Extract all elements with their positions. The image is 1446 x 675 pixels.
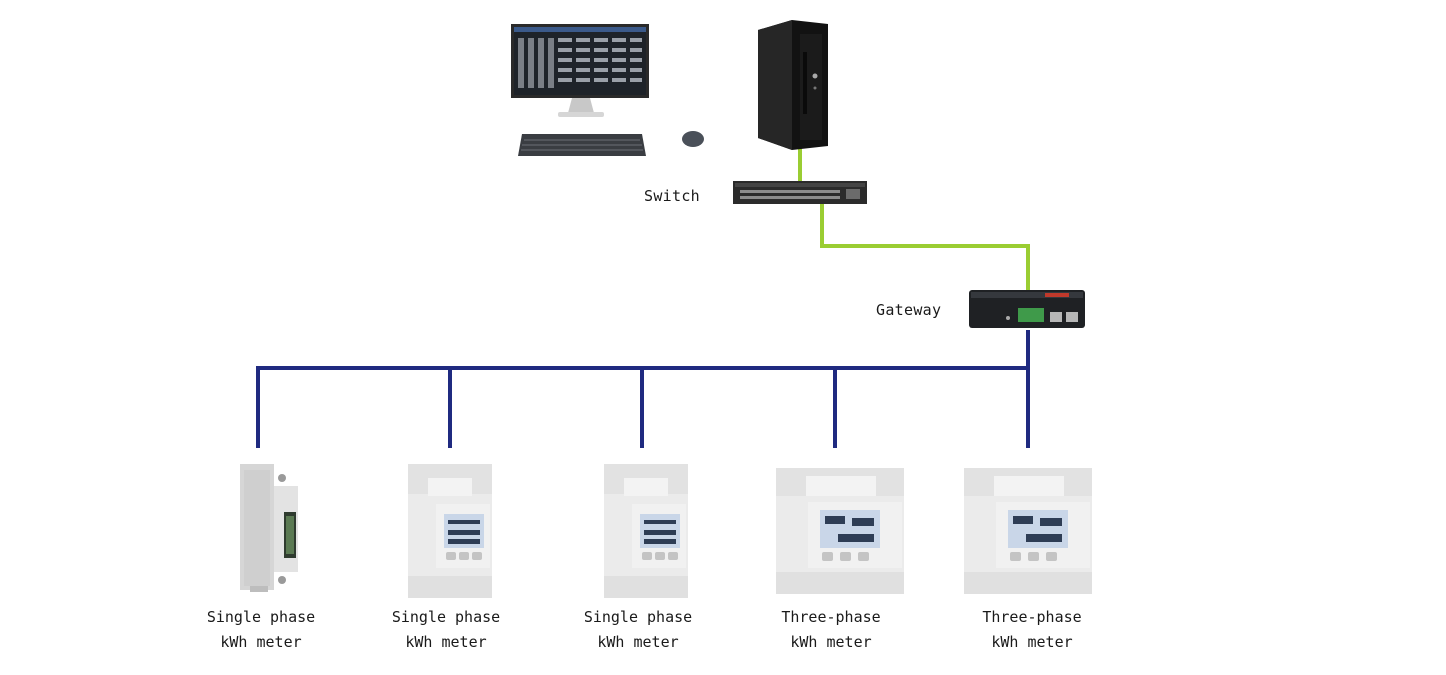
meter-4-label: Three-phase kWh meter: [746, 605, 916, 655]
meter-2-label-line2: kWh meter: [405, 633, 487, 651]
server-tower-icon: [758, 20, 828, 150]
keyboard-icon: [518, 134, 646, 156]
meter-2-single-phase: [408, 464, 492, 598]
meter-1-single-phase-din: [240, 464, 298, 592]
gateway-icon: [969, 290, 1085, 328]
meter-3-label-line2: kWh meter: [597, 633, 679, 651]
meter-5-label: Three-phase kWh meter: [947, 605, 1117, 655]
network-switch-icon: [733, 181, 867, 204]
switch-gateway-link: [820, 204, 1030, 292]
meter-1-label-line2: kWh meter: [220, 633, 302, 651]
switch-label: Switch: [644, 187, 700, 205]
meter-2-label-line1: Single phase: [391, 608, 501, 626]
meter-5-label-line2: kWh meter: [991, 633, 1073, 651]
meter-3-label-line1: Single phase: [583, 608, 693, 626]
meter-5-label-line1: Three-phase: [982, 608, 1082, 626]
meter-3-single-phase: [604, 464, 688, 598]
meter-4-label-line2: kWh meter: [790, 633, 872, 651]
monitor-icon: [511, 24, 649, 117]
gateway-label: Gateway: [876, 301, 942, 319]
meter-3-label: Single phase kWh meter: [553, 605, 723, 655]
mouse-icon: [682, 131, 704, 147]
meter-1-label: Single phase kWh meter: [176, 605, 346, 655]
meter-1-label-line1: Single phase: [206, 608, 316, 626]
meter-4-label-line1: Three-phase: [781, 608, 881, 626]
meter-5-three-phase: [964, 468, 1092, 594]
meter-2-label: Single phase kWh meter: [361, 605, 531, 655]
meter-4-three-phase: [776, 468, 904, 594]
